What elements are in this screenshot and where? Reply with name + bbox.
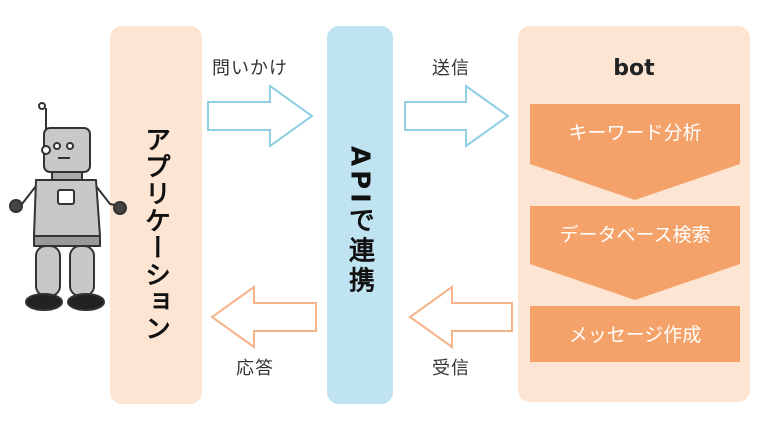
- label-send: 送信: [432, 58, 470, 79]
- arrow-send: [404, 84, 510, 148]
- application-panel: アプリケーション: [110, 26, 202, 404]
- label-receive: 受信: [432, 358, 470, 379]
- api-label: APIで連携: [344, 146, 375, 297]
- arrow-reply: [210, 285, 317, 349]
- step-database-search-shape: [530, 206, 740, 300]
- step-keyword-analysis: キーワード分析: [568, 122, 702, 144]
- api-panel: APIで連携: [327, 26, 393, 404]
- arrow-receive: [408, 285, 513, 349]
- step-database-search: データベース検索: [559, 224, 711, 246]
- label-reply: 応答: [236, 358, 274, 379]
- label-ask: 問いかけ: [212, 58, 288, 79]
- application-label: アプリケーション: [140, 126, 171, 342]
- step-message-create-shape: [530, 306, 740, 362]
- robot-icon: [9, 102, 127, 311]
- arrow-ask: [207, 84, 314, 148]
- bot-title: bot: [613, 56, 655, 81]
- step-message-create: メッセージ作成: [568, 324, 702, 346]
- step-keyword-analysis-shape: [530, 104, 740, 200]
